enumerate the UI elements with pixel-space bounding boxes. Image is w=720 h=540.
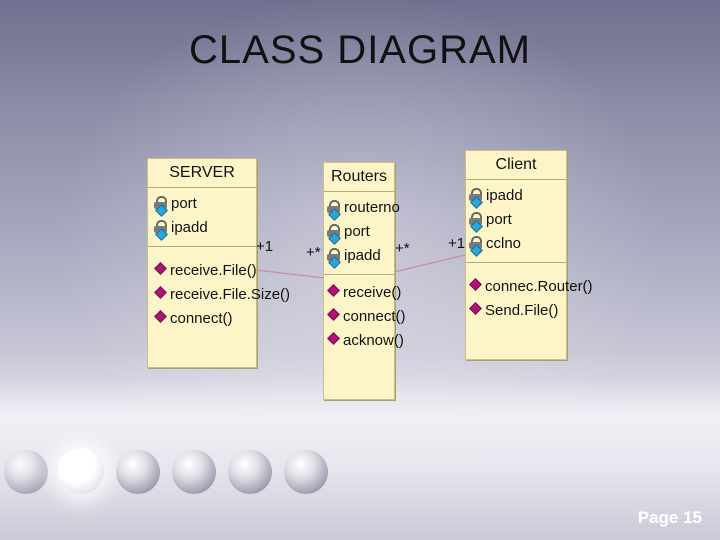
- diamond-icon: [154, 310, 167, 323]
- attribute-label: routerno: [344, 196, 400, 220]
- attribute-label: ipadd: [344, 244, 381, 268]
- lock-icon: [154, 196, 168, 212]
- attribute-label: port: [486, 208, 512, 232]
- lock-icon: [469, 236, 483, 252]
- class-name: SERVER: [148, 159, 256, 188]
- attribute-item: port: [327, 220, 390, 244]
- sphere-decoration: [116, 450, 160, 494]
- diamond-icon: [327, 284, 340, 297]
- attribute-list: ipadd port cclno: [466, 180, 566, 263]
- decorative-spheres: [0, 440, 720, 500]
- operation-label: receive.File.Size(): [170, 283, 290, 307]
- operation-item: connect(): [327, 305, 390, 329]
- sphere-decoration: [4, 450, 48, 494]
- sphere-decoration: [284, 450, 328, 494]
- operation-list: receive.File() receive.File.Size() conne…: [148, 247, 256, 337]
- operation-item: acknow(): [327, 329, 390, 353]
- diamond-icon: [469, 302, 482, 315]
- diamond-icon: [327, 308, 340, 321]
- lock-icon: [469, 188, 483, 204]
- operation-item: receive.File(): [154, 259, 252, 283]
- operation-item: connec.Router(): [469, 275, 562, 299]
- operation-label: connec.Router(): [485, 275, 593, 299]
- diamond-icon: [469, 278, 482, 291]
- operation-label: acknow(): [343, 329, 404, 353]
- class-name: Routers: [324, 163, 394, 192]
- diamond-icon: [154, 262, 167, 275]
- attribute-item: port: [154, 192, 252, 216]
- operation-label: connect(): [170, 307, 233, 331]
- class-client[interactable]: Client ipadd port cclno connec.Router() …: [465, 150, 567, 360]
- sphere-decoration: [228, 450, 272, 494]
- multiplicity-client-end: +1: [448, 235, 465, 252]
- attribute-item: cclno: [469, 232, 562, 256]
- class-routers[interactable]: Routers routerno port ipadd receive() co…: [323, 162, 395, 400]
- multiplicity-server-end: +1: [256, 238, 273, 255]
- lock-icon: [327, 248, 341, 264]
- attribute-label: port: [344, 220, 370, 244]
- attribute-item: ipadd: [154, 216, 252, 240]
- sphere-decoration: [172, 450, 216, 494]
- multiplicity-routers-left-end: +*: [306, 244, 321, 261]
- server-routers-link: [256, 270, 324, 278]
- attribute-item: routerno: [327, 196, 390, 220]
- attribute-item: port: [469, 208, 562, 232]
- operation-item: receive(): [327, 281, 390, 305]
- operation-label: receive.File(): [170, 259, 257, 283]
- operation-label: Send.File(): [485, 299, 558, 323]
- multiplicity-routers-right-end: +*: [395, 240, 410, 257]
- attribute-list: routerno port ipadd: [324, 192, 394, 275]
- operation-item: Send.File(): [469, 299, 562, 323]
- operation-label: connect(): [343, 305, 406, 329]
- diamond-icon: [327, 332, 340, 345]
- operation-list: connec.Router() Send.File(): [466, 263, 566, 329]
- lock-icon: [469, 212, 483, 228]
- sphere-decoration: [58, 448, 104, 494]
- class-server[interactable]: SERVER port ipadd receive.File() receive…: [147, 158, 257, 368]
- attribute-item: ipadd: [327, 244, 390, 268]
- attribute-label: ipadd: [171, 216, 208, 240]
- attribute-label: port: [171, 192, 197, 216]
- operation-list: receive() connect() acknow(): [324, 275, 394, 359]
- lock-icon: [327, 200, 341, 216]
- operation-item: connect(): [154, 307, 252, 331]
- attribute-item: ipadd: [469, 184, 562, 208]
- diamond-icon: [154, 286, 167, 299]
- operation-item: receive.File.Size(): [154, 283, 252, 307]
- attribute-list: port ipadd: [148, 188, 256, 247]
- attribute-label: ipadd: [486, 184, 523, 208]
- routers-client-link: [394, 255, 465, 272]
- page-number: Page 15: [638, 508, 702, 528]
- class-name: Client: [466, 151, 566, 180]
- operation-label: receive(): [343, 281, 401, 305]
- lock-icon: [154, 220, 168, 236]
- attribute-label: cclno: [486, 232, 521, 256]
- lock-icon: [327, 224, 341, 240]
